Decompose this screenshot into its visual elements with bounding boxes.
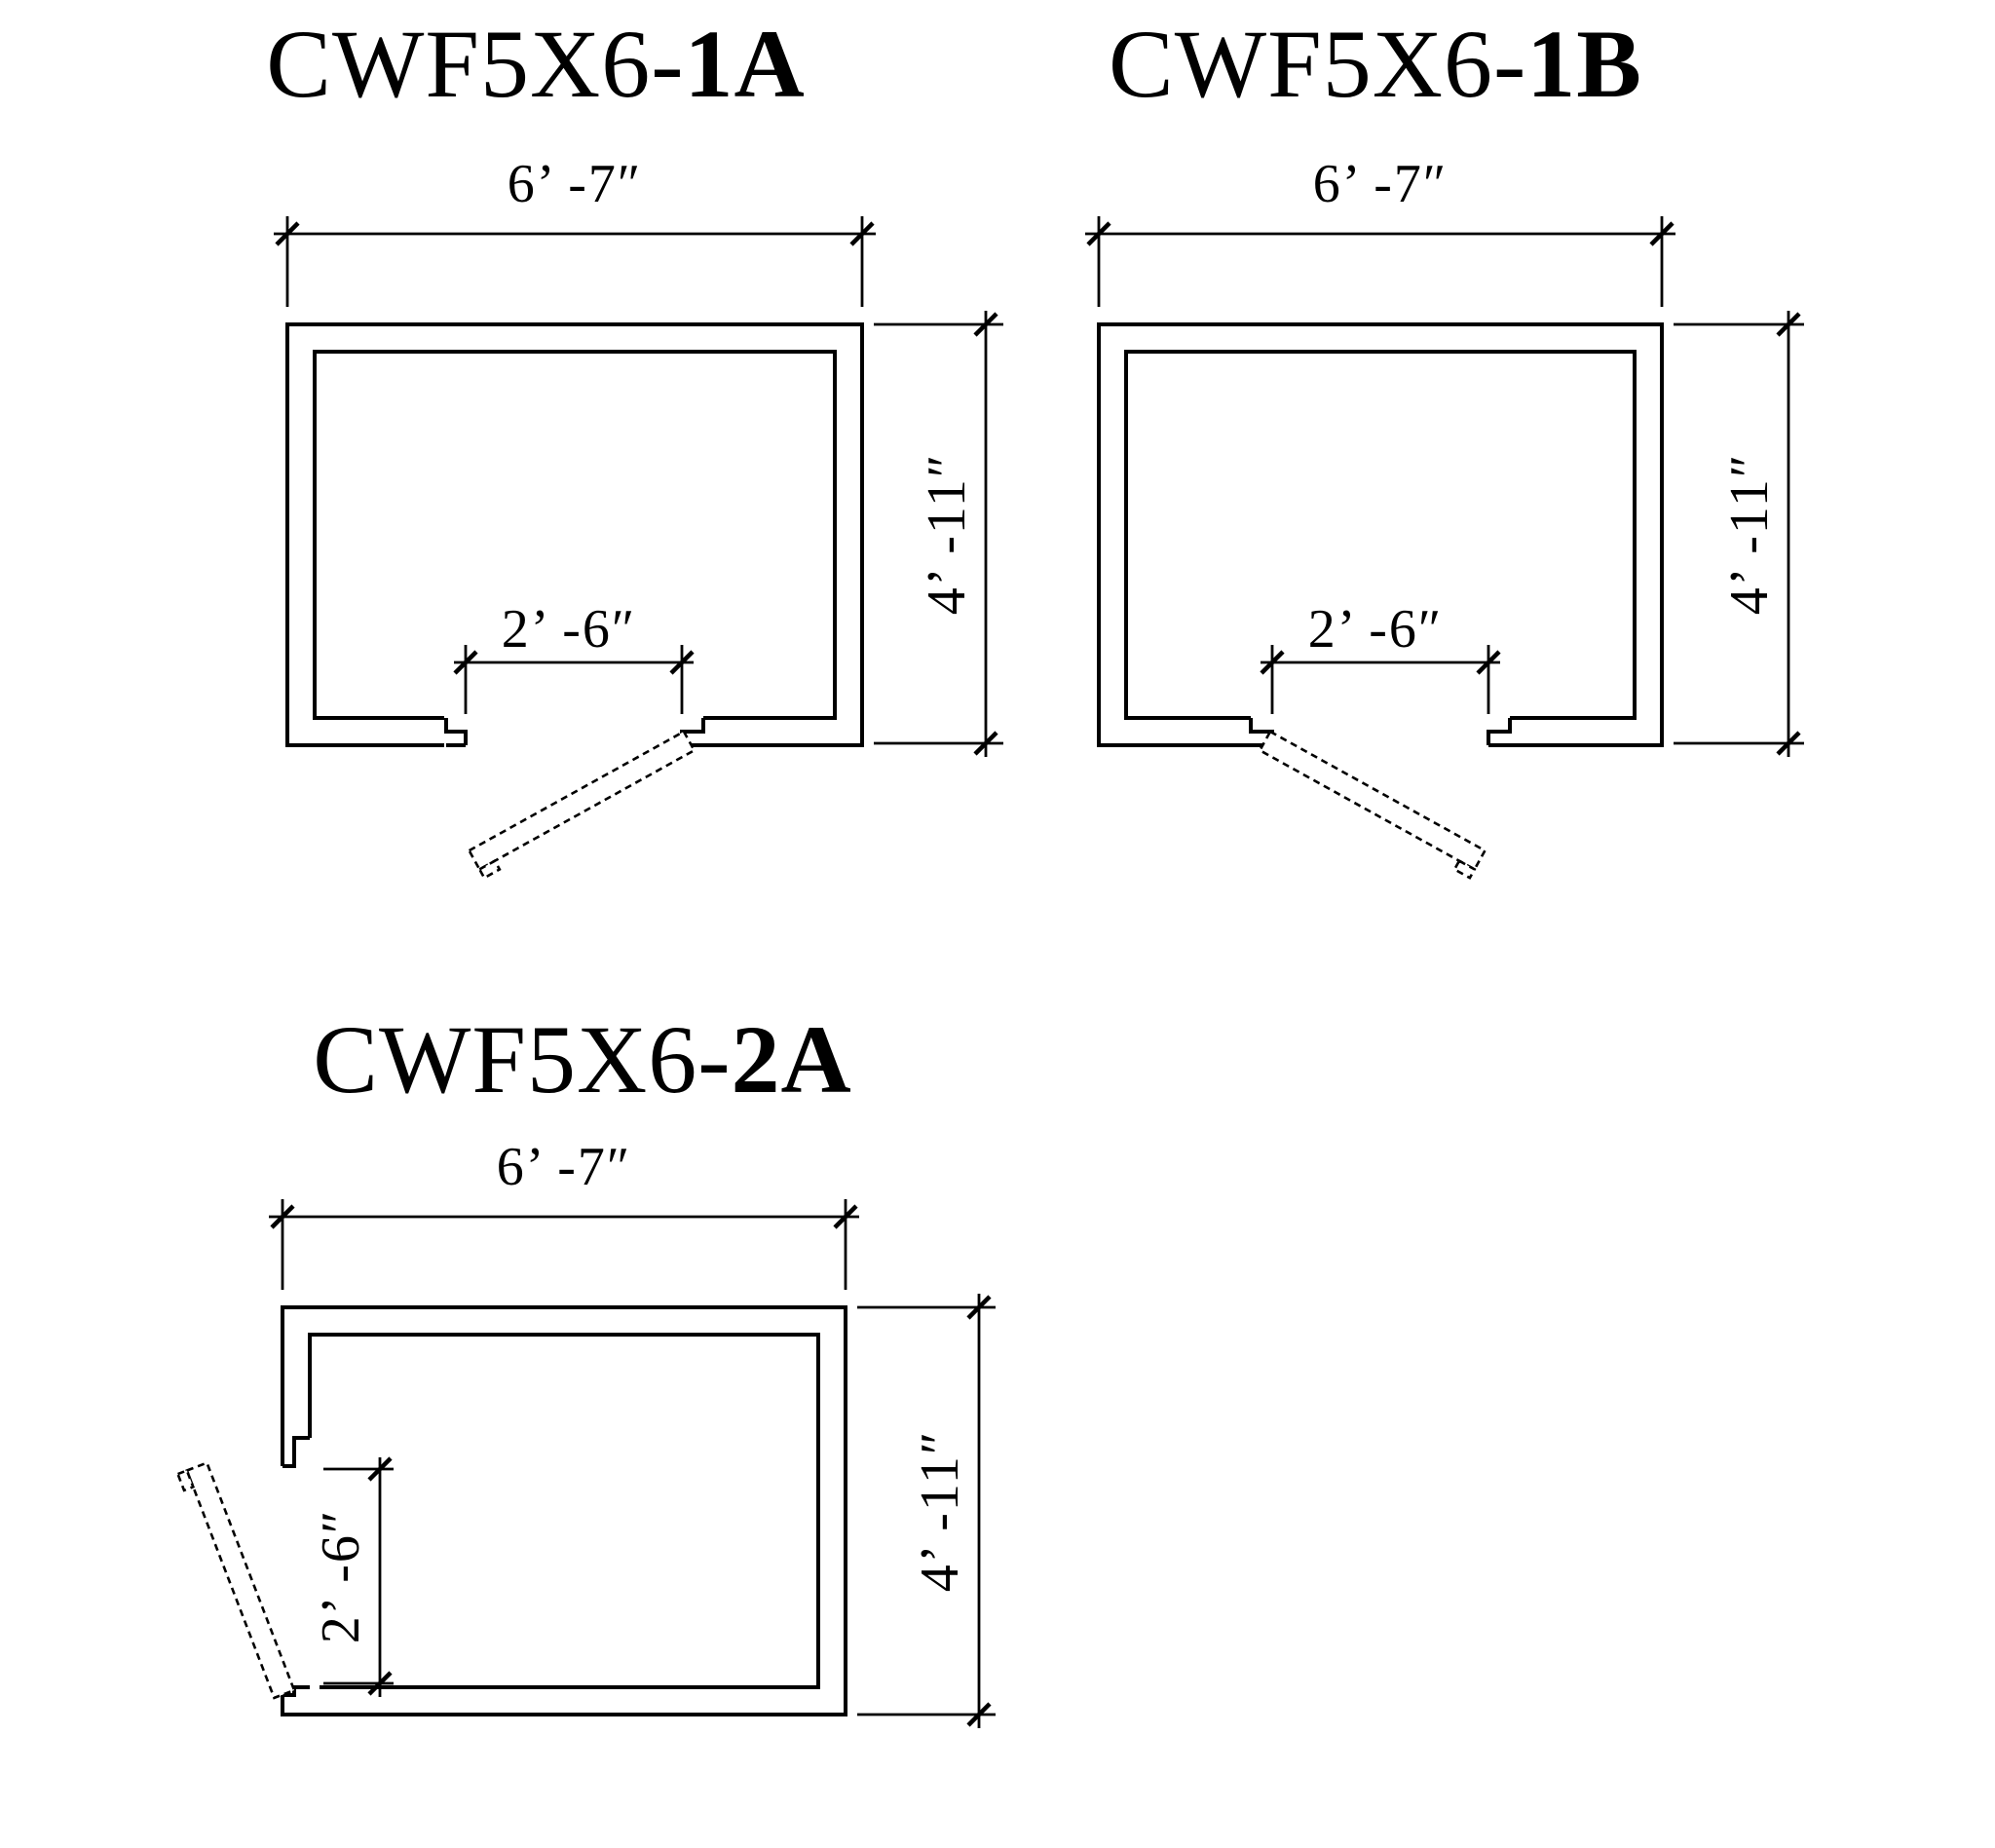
dimension-tick bbox=[973, 731, 998, 756]
door-dimension-label: 2’ -6″ bbox=[1308, 599, 1443, 660]
unit-title-1b-variant: 1B bbox=[1526, 10, 1642, 118]
door-leaf-end-notch bbox=[1452, 858, 1477, 880]
unit-1b-plan: 6’ -7″ 2’ -6″ 4’ -11″ bbox=[1085, 154, 1804, 880]
outer-wall bbox=[285, 322, 864, 747]
door-leaf-panel bbox=[1258, 730, 1487, 872]
width-dimension-label: 6’ -7″ bbox=[497, 1137, 631, 1197]
dimension-tick bbox=[1776, 731, 1801, 756]
unit-title-2a-model: CWF5X6- bbox=[313, 1005, 732, 1113]
unit-title-1b-model: CWF5X6- bbox=[1109, 10, 1527, 118]
dimension-tick bbox=[275, 221, 300, 246]
dimension-tick bbox=[270, 1204, 295, 1229]
inner-wall bbox=[308, 1333, 820, 1689]
dimension-tick bbox=[1260, 650, 1285, 675]
dimension-tick bbox=[1776, 312, 1801, 337]
door-opening bbox=[277, 1438, 320, 1695]
dimension-tick bbox=[966, 1702, 992, 1727]
door-dimension-label: 2’ -6″ bbox=[502, 599, 636, 660]
dimension-tick bbox=[1086, 221, 1111, 246]
door-dimension: 2’ -6″ bbox=[1260, 599, 1501, 714]
unit-1a-plan: 6’ -7″ 2’ -6″ 4’ -11″ bbox=[274, 154, 1003, 880]
width-dimension-label: 6’ -7″ bbox=[508, 154, 642, 214]
dimension-tick bbox=[669, 650, 695, 675]
dimension-tick bbox=[966, 1295, 992, 1320]
dimension-tick bbox=[849, 221, 875, 246]
height-dimension-label: 4’ -11″ bbox=[1719, 453, 1780, 615]
door-leaf bbox=[175, 1460, 296, 1700]
unit-title-1a-variant: 1A bbox=[684, 10, 806, 118]
width-dimension: 6’ -7″ bbox=[1085, 154, 1675, 307]
dimension-tick bbox=[453, 650, 478, 675]
height-dimension: 4’ -11″ bbox=[1674, 311, 1804, 757]
width-dimension: 6’ -7″ bbox=[269, 1137, 859, 1290]
width-dimension: 6’ -7″ bbox=[274, 154, 876, 307]
width-dimension-label: 6’ -7″ bbox=[1313, 154, 1448, 214]
unit-2a-plan: 6’ -7″ 2’ -6″ 4’ -11″ bbox=[175, 1137, 996, 1728]
unit-title-2a-variant: 2A bbox=[731, 1005, 852, 1113]
height-dimension: 4’ -11″ bbox=[857, 1294, 996, 1728]
height-dimension-label: 4’ -11″ bbox=[917, 453, 977, 615]
unit-title-1b: CWF5X6-1B bbox=[1109, 16, 1642, 113]
door-jamb-left bbox=[444, 718, 468, 745]
door-leaf bbox=[1258, 730, 1487, 880]
unit-title-1a-model: CWF5X6- bbox=[266, 10, 685, 118]
door-dimension: 2’ -6″ bbox=[453, 599, 695, 714]
height-dimension: 4’ -11″ bbox=[874, 311, 1003, 757]
dimension-tick bbox=[833, 1204, 858, 1229]
dimension-tick bbox=[367, 1456, 393, 1482]
door-leaf-panel bbox=[467, 730, 696, 872]
door-leaf-panel bbox=[185, 1460, 296, 1700]
door-leaf bbox=[467, 730, 696, 880]
unit-title-2a: CWF5X6-2A bbox=[313, 1011, 851, 1109]
door-leaf-end-notch bbox=[175, 1468, 195, 1492]
dimension-tick bbox=[1649, 221, 1675, 246]
outer-wall bbox=[1097, 322, 1664, 747]
door-dimension-label: 2’ -6″ bbox=[311, 1509, 371, 1643]
door-dimension: 2’ -6″ bbox=[311, 1456, 394, 1697]
height-dimension-label: 4’ -11″ bbox=[910, 1430, 970, 1592]
door-jamb-right bbox=[1487, 718, 1512, 745]
unit-title-1a: CWF5X6-1A bbox=[266, 16, 805, 113]
door-jamb-bottom bbox=[282, 1685, 310, 1697]
door-jamb-top bbox=[282, 1436, 310, 1468]
dimension-tick bbox=[973, 312, 998, 337]
door-leaf-end-notch bbox=[477, 858, 502, 880]
dimension-tick bbox=[367, 1671, 393, 1696]
dimension-tick bbox=[1476, 650, 1501, 675]
